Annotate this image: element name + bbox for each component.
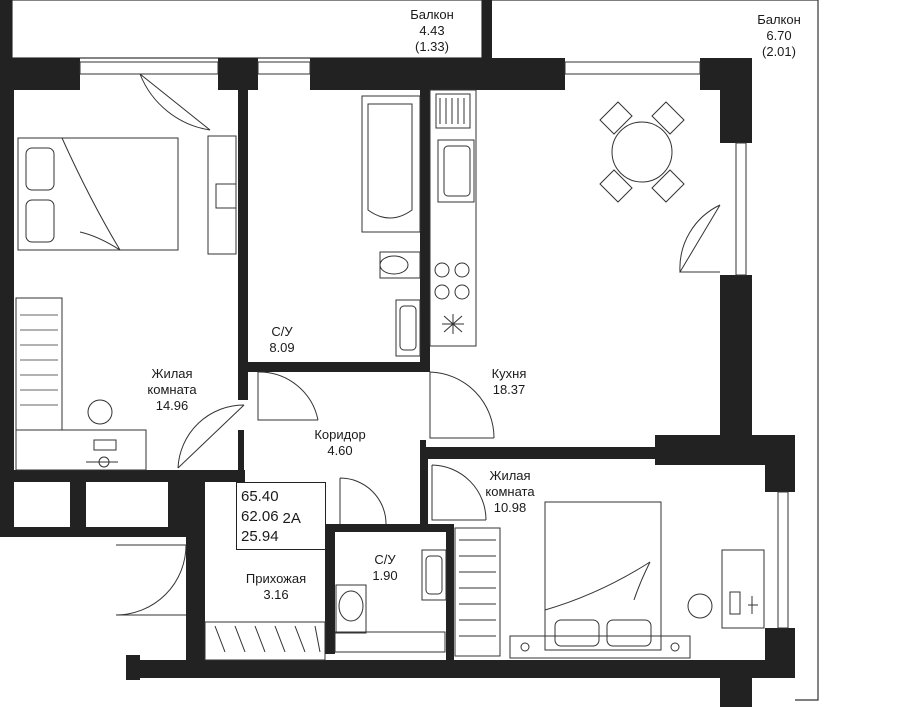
room-area-coef: (2.01) [762, 44, 796, 59]
living-area: 25.94 [241, 528, 279, 545]
balcony-left-label: Балкон 4.43 (1.33) [392, 7, 472, 55]
room-area: 3.16 [263, 587, 289, 602]
room-name: С/У [374, 552, 396, 567]
total-area: 65.40 [241, 488, 279, 505]
room-area: 4.43 [419, 23, 445, 38]
hallway-label: Прихожая 3.16 [236, 571, 316, 603]
room-name: Кухня [491, 366, 527, 381]
living-area-total: 62.06 [241, 508, 279, 525]
living-room-left-label: Жилая комната 14.96 [132, 366, 212, 414]
room-name: Прихожая [245, 571, 307, 586]
room-area: 1.90 [372, 568, 398, 583]
room-area-coef: (1.33) [415, 39, 449, 54]
corridor-label: Коридор 4.60 [300, 427, 380, 459]
balcony-right-label: Балкон 6.70 (2.01) [736, 12, 822, 60]
walls [0, 0, 795, 707]
room-area: 4.60 [327, 443, 353, 458]
room-name: Коридор [314, 427, 366, 442]
apartment-type: 2А [282, 510, 301, 527]
kitchen-label: Кухня 18.37 [474, 366, 544, 398]
room-area: 10.98 [493, 500, 527, 515]
windows [79, 61, 789, 629]
area-values: 65.40 62.06 25.94 [237, 483, 283, 549]
apartment-summary-box: 65.40 62.06 25.94 2А [236, 482, 326, 550]
bathroom-small-label: С/У 1.90 [360, 552, 410, 584]
doors [115, 73, 721, 616]
room-area: 14.96 [155, 398, 189, 413]
room-area: 6.70 [766, 28, 792, 43]
balcony-right-outline [492, 0, 819, 701]
living-room-right-label: Жилая комната 10.98 [470, 468, 550, 516]
furniture [15, 89, 765, 661]
room-name: С/У [271, 324, 293, 339]
room-name-2: комната [485, 484, 535, 499]
balconies [11, 0, 819, 701]
room-name: Балкон [410, 7, 454, 22]
room-area: 8.09 [269, 340, 295, 355]
room-name: Балкон [757, 12, 801, 27]
room-area: 18.37 [492, 382, 526, 397]
room-name: Жилая [151, 366, 193, 381]
room-name: Жилая [489, 468, 531, 483]
room-name-2: комната [147, 382, 197, 397]
bathroom-main-label: С/У 8.09 [252, 324, 312, 356]
